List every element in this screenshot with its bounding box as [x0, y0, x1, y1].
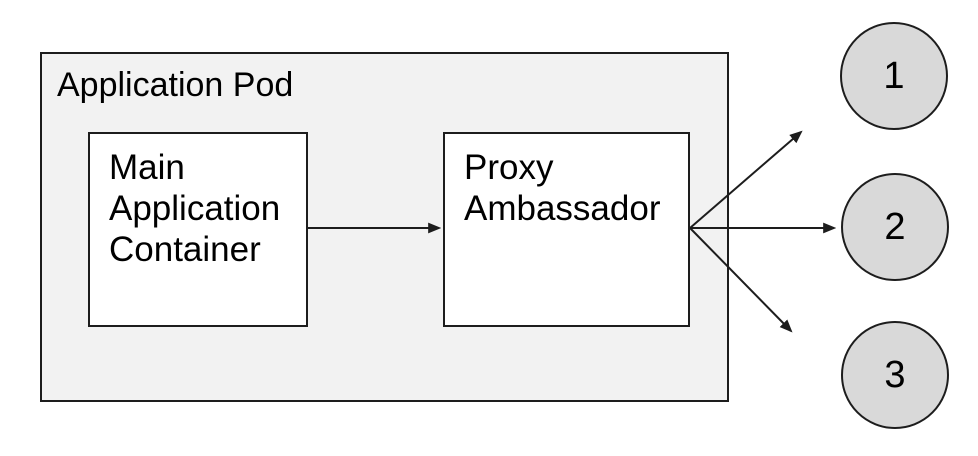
endpoint-circle-3: 3 [841, 321, 949, 429]
endpoint-label-2: 2 [884, 205, 906, 248]
proxy-ambassador-node: Proxy Ambassador [443, 132, 690, 327]
main-application-container-node: Main Application Container [88, 132, 308, 327]
endpoint-circle-1: 1 [840, 22, 948, 130]
proxy-ambassador-label: Proxy Ambassador [464, 148, 661, 228]
endpoint-label-3: 3 [884, 353, 906, 396]
main-application-container-label: Main Application Container [109, 148, 281, 269]
endpoint-label-1: 1 [883, 54, 905, 97]
endpoint-circle-2: 2 [841, 173, 949, 281]
application-pod-label: Application Pod [57, 66, 294, 104]
